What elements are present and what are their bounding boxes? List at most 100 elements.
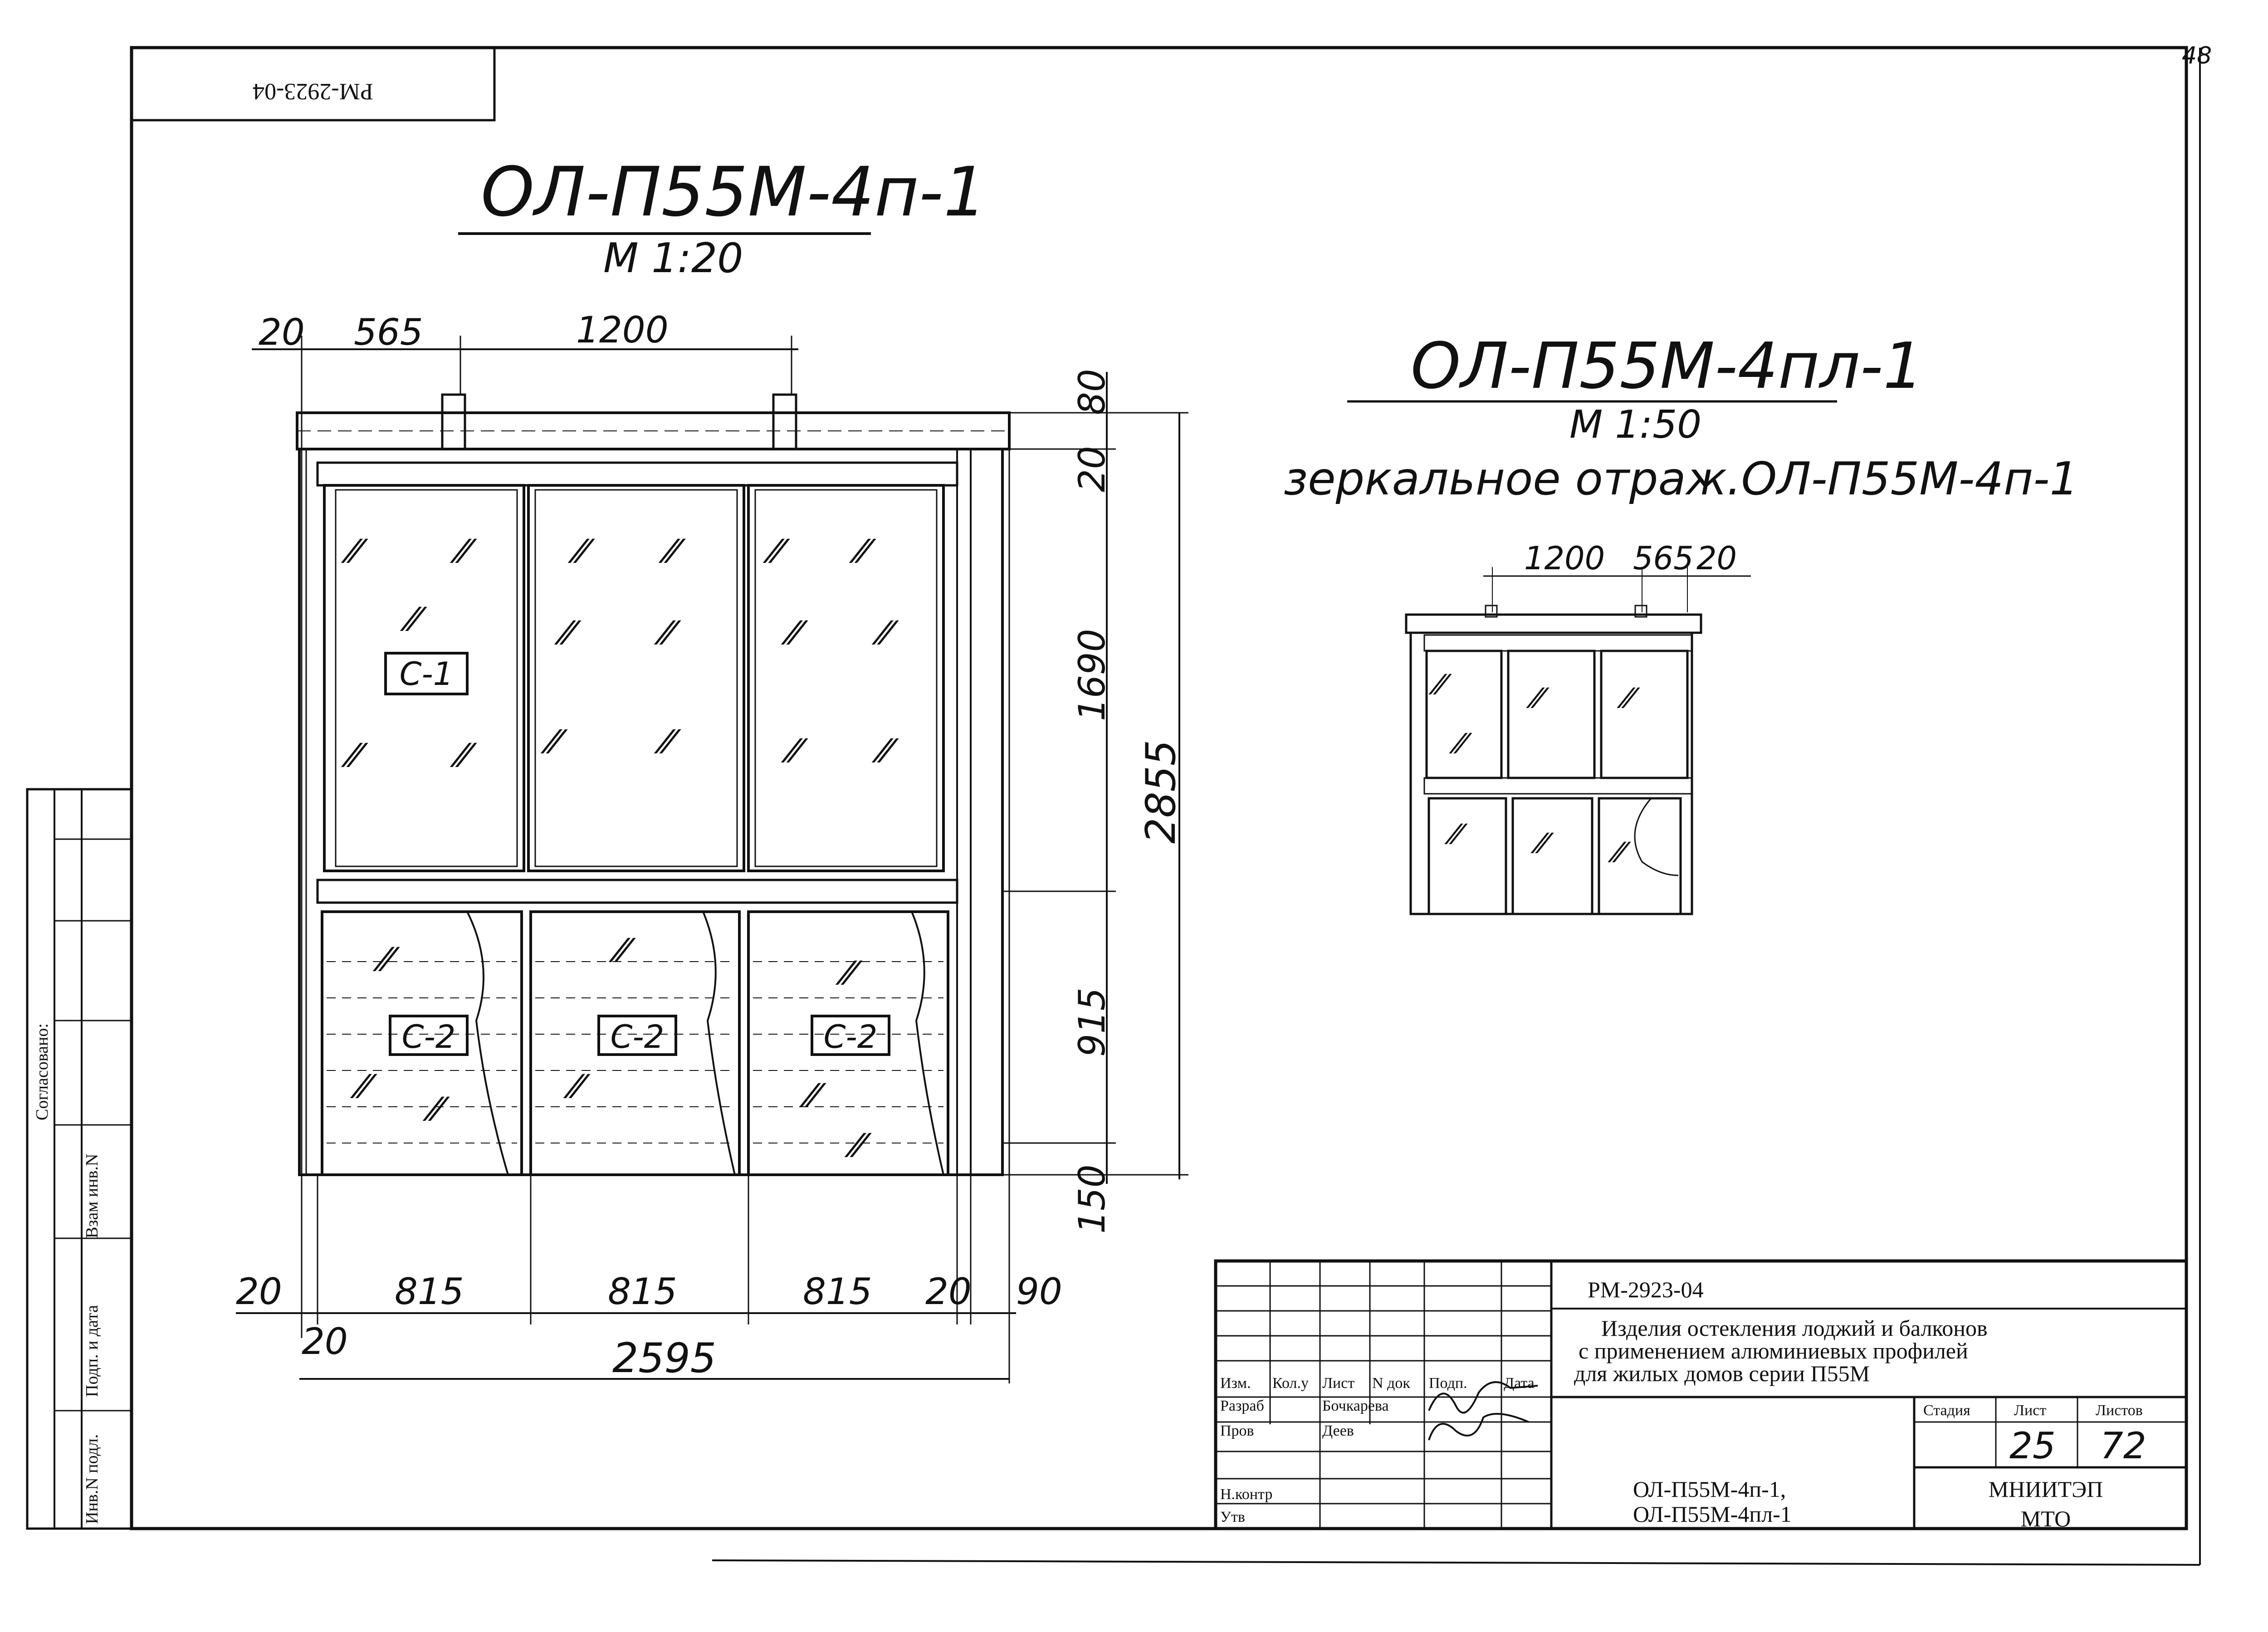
label-c2-3: С-2: [824, 1018, 878, 1055]
tb-code: РМ-2923-04: [1588, 1277, 1704, 1302]
left-view-dimensions: 20 565 1200 80 20 1690 915 150 2855 20 8…: [236, 309, 1188, 1383]
tb-name-1: Бочкарева: [1322, 1397, 1389, 1414]
svg-text:⁄⁄: ⁄⁄: [1449, 728, 1472, 760]
dim-left-20: 20: [302, 1320, 348, 1363]
top-left-stamp: [130, 46, 496, 122]
dim-right-80: 80: [1071, 369, 1113, 415]
svg-text:М 1:50: М 1:50: [1569, 402, 1701, 447]
tb-desc-3: для жилых домов серии П55М: [1574, 1361, 1870, 1386]
tb-h-izm: Изм.: [1220, 1375, 1251, 1392]
tb-desc-1: Изделия остекления лоджий и балконов: [1601, 1315, 1988, 1341]
svg-text:⁄⁄: ⁄⁄: [871, 733, 899, 770]
tb-role-utv: Утв: [1220, 1509, 1245, 1525]
tb-mark-2: ОЛ-П55М-4пл-1: [1633, 1501, 1792, 1527]
svg-text:⁄⁄: ⁄⁄: [1526, 683, 1549, 714]
dim-right-1690: 1690: [1071, 629, 1113, 721]
tb-h-list: Лист: [1322, 1375, 1354, 1392]
tb-h-data: Дата: [1504, 1375, 1535, 1392]
svg-text:⁄⁄: ⁄⁄: [654, 723, 681, 761]
dim-top-565: 565: [354, 311, 423, 353]
svg-text:⁄⁄: ⁄⁄: [849, 533, 876, 570]
tb-org-2: МТО: [2021, 1506, 2071, 1531]
rv-dim-20: 20: [1696, 540, 1737, 577]
dim-bottom-815-1: 815: [395, 1270, 464, 1313]
label-c1: С-1: [400, 655, 454, 693]
dim-bottom-815-2: 815: [608, 1270, 677, 1313]
tb-org-1: МНИИТЭП: [1989, 1476, 2103, 1502]
dim-top-20: 20: [259, 311, 305, 353]
svg-text:⁄⁄: ⁄⁄: [350, 1068, 377, 1105]
svg-text:⁄⁄: ⁄⁄: [540, 723, 568, 761]
dim-right-915: 915: [1071, 987, 1113, 1057]
tb-mark-1: ОЛ-П55М-4п-1,: [1633, 1476, 1786, 1502]
svg-text:⁄⁄: ⁄⁄: [654, 615, 681, 652]
title-block: РМ-2923-04 Изделия остекления лоджий и б…: [1214, 1259, 2188, 1531]
svg-text:⁄⁄: ⁄⁄: [567, 533, 595, 570]
signature-2: [1428, 1413, 1529, 1441]
dim-right-20: 20: [1071, 446, 1113, 492]
svg-text:⁄⁄: ⁄⁄: [1530, 828, 1554, 860]
svg-text:зеркальное отраж.ОЛ-П55М-4п-1: зеркальное отраж.ОЛ-П55М-4п-1: [1284, 452, 2078, 505]
tb-sheets: 72: [2100, 1425, 2146, 1467]
rv-dim-565: 565: [1633, 540, 1694, 577]
right-view-title: ОЛ-П55М-4пл-1 М 1:50 зеркальное отраж.ОЛ…: [1284, 329, 2078, 505]
svg-text:⁄⁄: ⁄⁄: [835, 955, 863, 992]
dim-top-1200: 1200: [576, 309, 669, 351]
svg-text:⁄⁄: ⁄⁄: [799, 1077, 826, 1114]
tb-role-razrab: Разраб: [1220, 1397, 1264, 1414]
svg-text:⁄⁄: ⁄⁄: [658, 533, 686, 570]
svg-text:⁄⁄: ⁄⁄: [341, 737, 368, 774]
svg-text:⁄⁄: ⁄⁄: [341, 533, 368, 570]
svg-text:⁄⁄: ⁄⁄: [400, 601, 427, 638]
tb-h-ndok: N док: [1372, 1375, 1410, 1392]
dim-bottom-20-left: 20: [236, 1270, 282, 1313]
tb-listov-h: Листов: [2096, 1402, 2143, 1419]
svg-text:⁄⁄: ⁄⁄: [781, 733, 808, 770]
stamp-agreed: Согласовано:: [33, 1023, 52, 1120]
svg-text:⁄⁄: ⁄⁄: [422, 1091, 450, 1128]
tb-sheet: 25: [2009, 1425, 2056, 1467]
svg-text:⁄⁄: ⁄⁄: [1608, 837, 1631, 869]
svg-text:⁄⁄: ⁄⁄: [372, 941, 400, 978]
svg-text:⁄⁄: ⁄⁄: [763, 533, 790, 570]
stamp-inv: Инв.N подл.: [83, 1434, 102, 1524]
tb-desc-2: с применением алюминиевых профилей: [1579, 1338, 1968, 1363]
svg-text:ОЛ-П55М-4п-1: ОЛ-П55М-4п-1: [481, 153, 987, 232]
dim-bottom-20-right: 20: [925, 1270, 972, 1313]
stamp-sign-date: Подп. и дата: [83, 1305, 102, 1397]
tb-role-prov: Пров: [1220, 1422, 1254, 1439]
tb-stage-h: Стадия: [1923, 1402, 1970, 1419]
label-c2-1: С-2: [402, 1018, 456, 1055]
left-view-title: ОЛ-П55М-4п-1 М 1:20: [458, 153, 987, 282]
label-c2-2: С-2: [611, 1018, 665, 1055]
dim-bottom-815-3: 815: [803, 1270, 872, 1313]
side-stamp: Согласовано: Взам инв.N Подп. и дата Инв…: [26, 788, 133, 1530]
svg-text:ОЛ-П55М-4пл-1: ОЛ-П55М-4пл-1: [1411, 329, 1923, 403]
left-view-drawing: ⁄⁄ ⁄⁄ ⁄⁄ ⁄⁄ ⁄⁄ ⁄⁄ ⁄⁄ ⁄⁄ ⁄⁄ ⁄⁄ ⁄⁄ ⁄⁄ ⁄⁄ ⁄⁄ ⁄⁄ ⁄⁄ ⁄…: [296, 393, 1011, 1176]
dim-total-width: 2595: [612, 1334, 716, 1382]
svg-text:⁄⁄: ⁄⁄: [450, 737, 477, 774]
dim-total-height: 2855: [1137, 740, 1185, 844]
signature-1: [1428, 1381, 1538, 1414]
top-left-stamp-code: РМ-2923-04: [253, 78, 373, 104]
svg-text:⁄⁄: ⁄⁄: [1428, 669, 1452, 701]
svg-text:⁄⁄: ⁄⁄: [554, 615, 582, 652]
dim-right-150: 150: [1071, 1164, 1113, 1234]
dim-bottom-90: 90: [1016, 1270, 1062, 1313]
svg-text:⁄⁄: ⁄⁄: [1444, 819, 1468, 850]
tb-h-podp: Подп.: [1429, 1375, 1467, 1392]
tb-name-2: Деев: [1322, 1422, 1354, 1439]
svg-text:⁄⁄: ⁄⁄: [781, 615, 808, 652]
svg-text:⁄⁄: ⁄⁄: [871, 615, 899, 652]
svg-text:⁄⁄: ⁄⁄: [608, 932, 636, 969]
svg-text:⁄⁄: ⁄⁄: [563, 1068, 591, 1105]
tb-list-h: Лист: [2014, 1402, 2046, 1419]
tb-role-nkontr: Н.контр: [1220, 1486, 1272, 1503]
corner-mark: 48: [2182, 42, 2212, 69]
rv-dim-1200: 1200: [1524, 540, 1605, 577]
svg-text:⁄⁄: ⁄⁄: [450, 533, 477, 570]
right-view-drawing: 1200 565 20 ⁄⁄⁄⁄ ⁄⁄⁄⁄ ⁄⁄⁄⁄⁄⁄: [1405, 540, 1751, 915]
tb-h-kol: Кол.у: [1272, 1375, 1309, 1392]
svg-text:М 1:20: М 1:20: [603, 235, 743, 282]
